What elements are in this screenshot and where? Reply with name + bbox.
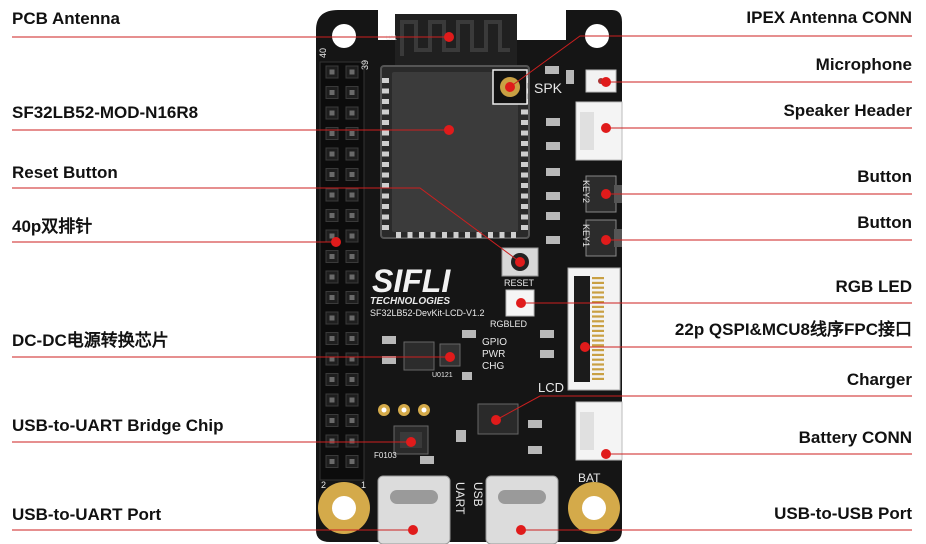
usb-c-port-usb <box>485 475 559 544</box>
label-usb-uart-bridge: USB-to-UART Bridge Chip <box>12 416 224 435</box>
silk-usb: USB <box>471 482 485 507</box>
silk-uart: UART <box>453 482 467 515</box>
label-module: SF32LB52-MOD-N16R8 <box>12 103 199 122</box>
silk-f0103: F0103 <box>374 451 397 460</box>
pcb-antenna <box>395 14 517 66</box>
label-pcb-antenna: PCB Antenna <box>12 9 120 28</box>
label-ipex-connector: IPEX Antenna CONN <box>746 8 912 27</box>
silk-pin2: 2 <box>321 480 326 490</box>
silk-u1: U01 <box>386 36 398 42</box>
battery-connector <box>575 401 623 461</box>
label-rgb-led: RGB LED <box>835 277 913 296</box>
silk-rgbled: RGBLED <box>490 319 528 329</box>
label-dcdc-chip: DC-DC电源转换芯片 <box>12 331 169 350</box>
label-pin-header: 40p双排针 <box>12 217 93 236</box>
silk-pin1: 1 <box>361 480 366 490</box>
label-reset-button: Reset Button <box>12 163 118 182</box>
microphone <box>585 69 617 93</box>
label-usb-uart-port: USB-to-UART Port <box>12 505 162 524</box>
silk-key2: KEY2 <box>581 180 591 203</box>
silk-logo: SIFLI <box>372 263 451 299</box>
silk-lcd: LCD <box>538 380 564 395</box>
silk-model: SF32LB52-DevKit-LCD-V1.2 <box>370 308 485 318</box>
label-charger: Charger <box>846 370 912 389</box>
label-speaker-header: Speaker Header <box>783 101 912 120</box>
label-microphone: Microphone <box>815 55 912 74</box>
passive-components <box>382 66 574 464</box>
fpc-connector-22p <box>567 267 621 391</box>
label-button-key2: Button <box>857 167 912 186</box>
silk-u121: U0121 <box>432 372 453 379</box>
silk-logo-sub: TECHNOLOGIES <box>370 296 450 307</box>
test-pads <box>378 404 430 416</box>
label-usb-usb-port: USB-to-USB Port <box>774 504 912 523</box>
usb-c-port-uart <box>377 475 451 544</box>
module-sf32lb52 <box>380 65 530 239</box>
silk-pin39: 39 <box>360 60 370 70</box>
silk-reset: RESET <box>504 278 535 288</box>
mount-pad-bottom-left <box>318 482 370 534</box>
button-key1 <box>585 219 622 257</box>
mount-pad-bottom-right <box>568 482 620 534</box>
label-battery-connector: Battery CONN <box>798 428 912 447</box>
silk-spk: SPK <box>534 80 563 96</box>
silk-gpio: GPIO <box>482 337 507 348</box>
silk-bat: BAT <box>578 471 601 485</box>
dcdc-chip <box>403 341 461 371</box>
pointer-lines <box>12 35 912 531</box>
mount-hole-top-left <box>332 24 356 48</box>
silk-key1: KEY1 <box>581 224 591 247</box>
silk-chg: CHG <box>482 361 504 372</box>
silk-pwr: PWR <box>482 349 505 360</box>
label-button-key1: Button <box>857 213 912 232</box>
label-fpc-connector: 22p QSPI&MCU8线序FPC接口 <box>674 320 912 339</box>
silk-pin40: 40 <box>318 48 328 58</box>
pointer-dots <box>331 32 611 535</box>
speaker-header <box>575 101 623 161</box>
pin-header-40p <box>319 61 365 481</box>
